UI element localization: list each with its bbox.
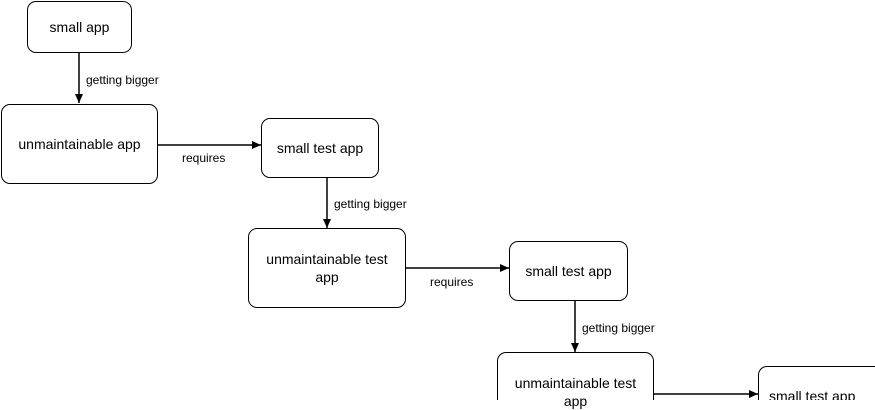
diagram-node: unmaintainable test app (248, 228, 406, 308)
node-label: small test app (769, 388, 856, 400)
edge-label: requires (182, 151, 226, 165)
diagram-node: small test app (261, 118, 379, 178)
node-label: unmaintainable app (18, 136, 141, 152)
node-label: small test app (525, 263, 612, 279)
node-label: unmaintainable test app (514, 375, 637, 409)
diagram-node: small app (27, 1, 132, 53)
edge-label: getting bigger (86, 73, 159, 87)
diagram-node: unmaintainable test app (497, 352, 654, 409)
edge-label: getting bigger (582, 321, 655, 335)
diagram-node: small test app (758, 366, 875, 400)
diagram-node: unmaintainable app (1, 104, 158, 184)
diagram-node: small test app (509, 241, 628, 301)
node-label: unmaintainable test app (266, 251, 388, 285)
edge-label: getting bigger (334, 197, 407, 211)
edges-layer (75, 53, 758, 398)
edge-label: requires (430, 275, 474, 289)
node-label: small app (49, 19, 110, 35)
node-label: small test app (276, 140, 364, 156)
